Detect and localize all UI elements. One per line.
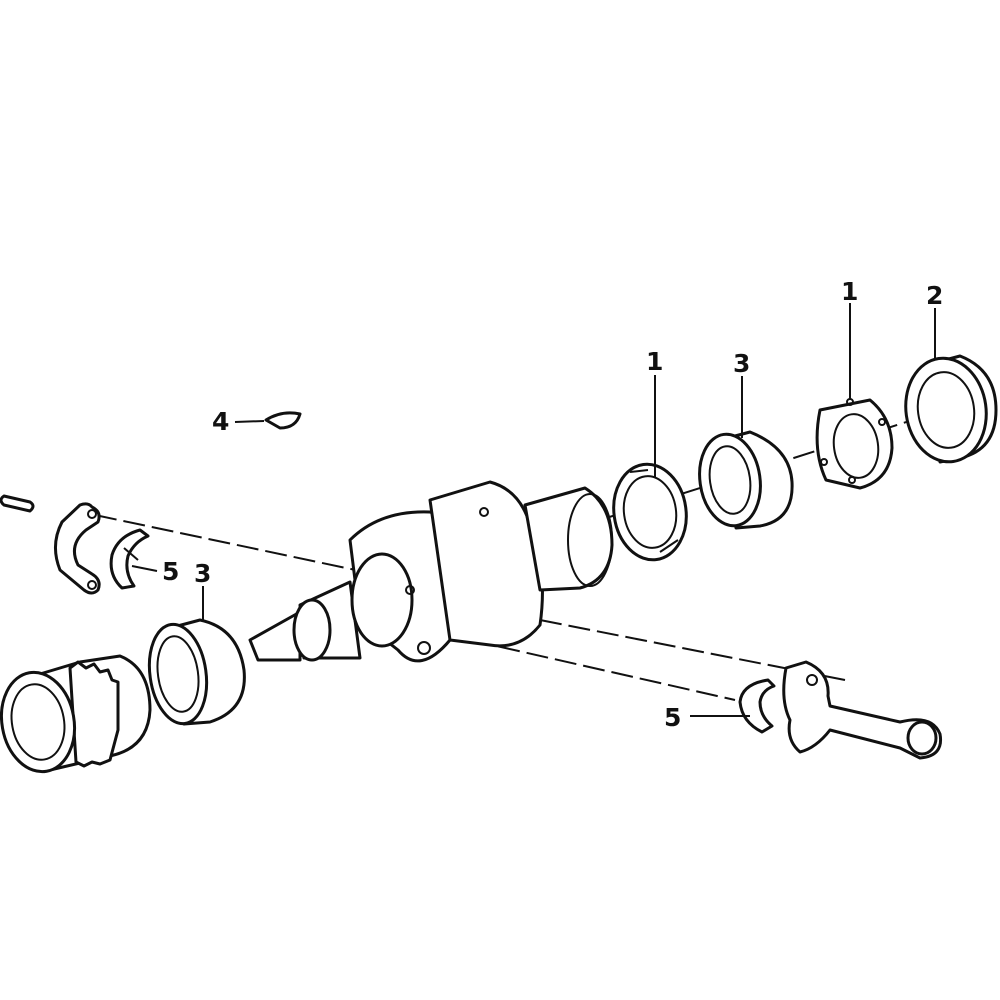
callout-3-mid: 3 [733,349,750,378]
callout-5-left: 5 [162,557,179,586]
callout-leaders [131,303,936,717]
main-bearing-shell-left [147,618,246,726]
callout-5-right: 5 [664,703,681,732]
callout-2: 2 [926,281,943,310]
bearing-cap [54,502,101,595]
connecting-rod-bearing-shell-right [738,678,776,734]
callout-3-left: 3 [194,559,211,588]
connecting-rod-bearing-shell-left [109,528,150,590]
thrust-washer-left [612,462,688,562]
woodruff-key [264,411,302,430]
callout-1-left: 1 [646,347,663,376]
sprocket-sleeve [0,654,152,774]
callout-1-right: 1 [841,277,858,306]
callout-labels: 1 3 1 2 4 5 3 5 [162,277,943,732]
crankshaft [248,480,614,663]
flange-plate [815,398,894,490]
callout-4: 4 [212,407,229,436]
dowel-pin [0,494,35,513]
radial-shaft-seal [904,354,998,464]
connecting-rod [782,660,943,760]
main-bearing-shell-mid [698,430,794,530]
